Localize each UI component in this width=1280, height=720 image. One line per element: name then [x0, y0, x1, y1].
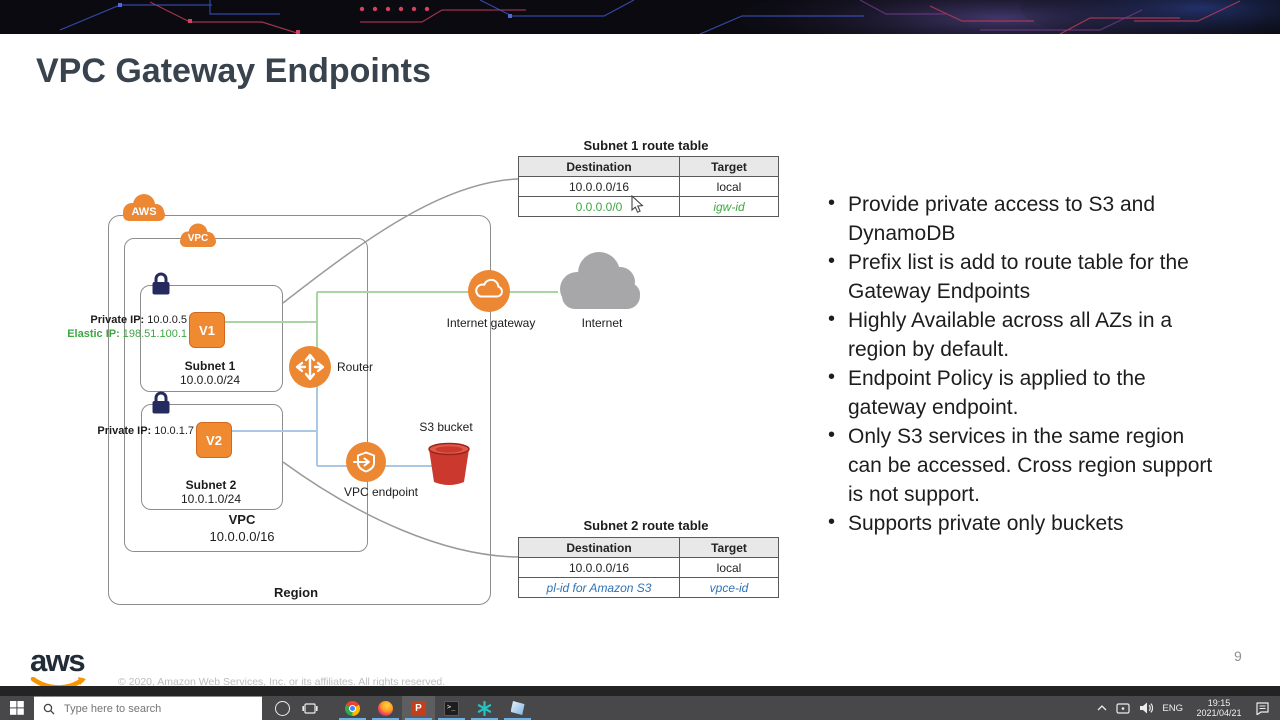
- rt1-header-target: Target: [679, 156, 779, 177]
- window-bottom-strip: [0, 686, 1280, 696]
- notes-app-icon: [510, 701, 525, 715]
- vpc-cidr: 10.0.0.0/16: [209, 529, 275, 544]
- rt1-row2-destination: 0.0.0.0/0: [518, 196, 680, 217]
- subnet1-cidr: 10.0.0.0/24: [179, 373, 241, 387]
- rt1-row1-destination: 10.0.0.0/16: [518, 176, 680, 197]
- subnet1-name: Subnet 1: [184, 359, 236, 373]
- cortana-button[interactable]: [268, 696, 296, 720]
- bullet-item: Supports private only buckets: [826, 508, 1222, 538]
- taskbar-clock[interactable]: 19:15 2021/04/21: [1192, 698, 1246, 718]
- windows-logo-icon: [10, 701, 24, 715]
- bullet-list: Provide private access to S3 and DynamoD…: [826, 189, 1222, 538]
- taskbar-app-terminal[interactable]: [435, 696, 468, 720]
- bullet-item: Prefix list is add to route table for th…: [826, 247, 1222, 306]
- action-center-icon[interactable]: [1255, 701, 1270, 715]
- elastic-ip-label: Elastic IP:: [67, 328, 120, 340]
- private-ip-label: Private IP:: [90, 314, 145, 326]
- internet-label: Internet: [581, 316, 623, 330]
- search-input[interactable]: [62, 701, 246, 716]
- subnet2-cidr: 10.0.1.0/24: [180, 492, 242, 506]
- taskbar-app-notes[interactable]: [501, 696, 534, 720]
- teal-pinwheel-icon: [477, 700, 492, 716]
- search-icon: [43, 703, 55, 714]
- cortana-icon: [274, 700, 290, 716]
- chrome-icon: [345, 700, 360, 716]
- aws-cloud-label: AWS: [131, 206, 157, 218]
- slide-banner-image: [0, 0, 1280, 58]
- private-ip-value: 10.0.0.5: [147, 314, 187, 326]
- private-ip-label: Private IP:: [97, 425, 152, 437]
- bullet-item: Provide private access to S3 and DynamoD…: [826, 189, 1222, 248]
- rt1-row1-target: local: [679, 176, 779, 197]
- rt2-row1-destination: 10.0.0.0/16: [518, 557, 680, 578]
- slide-page-number: 9: [1234, 648, 1242, 664]
- rt2-row2-target: vpce-id: [679, 577, 779, 598]
- instance-v2: V2: [196, 422, 232, 458]
- taskbar-app-firefox[interactable]: [369, 696, 402, 720]
- clock-date: 2021/04/21: [1196, 708, 1242, 718]
- copyright-text: © 2020, Amazon Web Services, Inc. or its…: [118, 676, 446, 688]
- subnet2-name: Subnet 2: [185, 478, 237, 492]
- taskbar: P: [0, 696, 1280, 720]
- system-tray: ENG 19:15 2021/04/21: [1097, 696, 1280, 720]
- internet-cloud-icon: [560, 252, 640, 309]
- task-view-button[interactable]: [296, 696, 324, 720]
- page-title: VPC Gateway Endpoints: [36, 52, 431, 90]
- region-label: Region: [273, 585, 319, 600]
- route-table-2-title: Subnet 2 route table: [583, 518, 709, 533]
- route-table-2: Destination Target 10.0.0.0/16 local pl-…: [518, 537, 779, 598]
- instance-v1: V1: [189, 312, 225, 348]
- internet-gateway-label: Internet gateway: [446, 316, 536, 330]
- taskbar-search[interactable]: [34, 696, 262, 720]
- aws-logo: aws: [30, 643, 88, 691]
- rt2-header-destination: Destination: [518, 537, 680, 558]
- router-label: Router: [337, 360, 374, 374]
- tray-app-icon[interactable]: [1116, 702, 1131, 715]
- tray-chevron-icon[interactable]: [1097, 705, 1107, 711]
- v1-private-ip: Private IP:10.0.0.5: [40, 314, 187, 326]
- task-view-icon: [302, 702, 318, 714]
- firefox-icon: [378, 700, 393, 716]
- rt1-row2-target: igw-id: [679, 196, 779, 217]
- circuit-art: [0, 0, 1280, 58]
- bullet-item: Only S3 services in the same region can …: [826, 421, 1222, 509]
- vpc-endpoint-label: VPC endpoint: [343, 485, 419, 499]
- s3-bucket-label: S3 bucket: [419, 420, 473, 434]
- bullet-item: Endpoint Policy is applied to the gatewa…: [826, 363, 1222, 422]
- language-indicator[interactable]: ENG: [1162, 702, 1183, 714]
- bullet-item: Highly Available across all AZs in a reg…: [826, 305, 1222, 364]
- vpc-name: VPC: [228, 512, 256, 527]
- v1-elastic-ip: Elastic IP:198.51.100.1: [30, 328, 187, 340]
- aws-logo-text: aws: [30, 643, 86, 678]
- vpc-cloud-label: VPC: [187, 233, 209, 244]
- elastic-ip-value: 198.51.100.1: [122, 328, 187, 340]
- volume-icon[interactable]: [1139, 702, 1154, 714]
- taskbar-app-powerpoint[interactable]: P: [402, 696, 435, 720]
- start-button[interactable]: [0, 696, 34, 720]
- rt2-row1-target: local: [679, 557, 779, 578]
- route-table-1: Destination Target 10.0.0.0/16 local 0.0…: [518, 156, 779, 217]
- taskbar-app-teal[interactable]: [468, 696, 501, 720]
- rt2-header-target: Target: [679, 537, 779, 558]
- rt1-header-destination: Destination: [518, 156, 680, 177]
- taskbar-app-chrome[interactable]: [336, 696, 369, 720]
- clock-time: 19:15: [1207, 698, 1231, 708]
- terminal-icon: [444, 700, 459, 716]
- v2-private-ip: Private IP:10.0.1.7: [54, 425, 194, 437]
- rt2-row2-destination: pl-id for Amazon S3: [518, 577, 680, 598]
- powerpoint-icon: P: [411, 700, 426, 716]
- private-ip-value: 10.0.1.7: [154, 425, 194, 437]
- route-table-1-title: Subnet 1 route table: [583, 138, 709, 153]
